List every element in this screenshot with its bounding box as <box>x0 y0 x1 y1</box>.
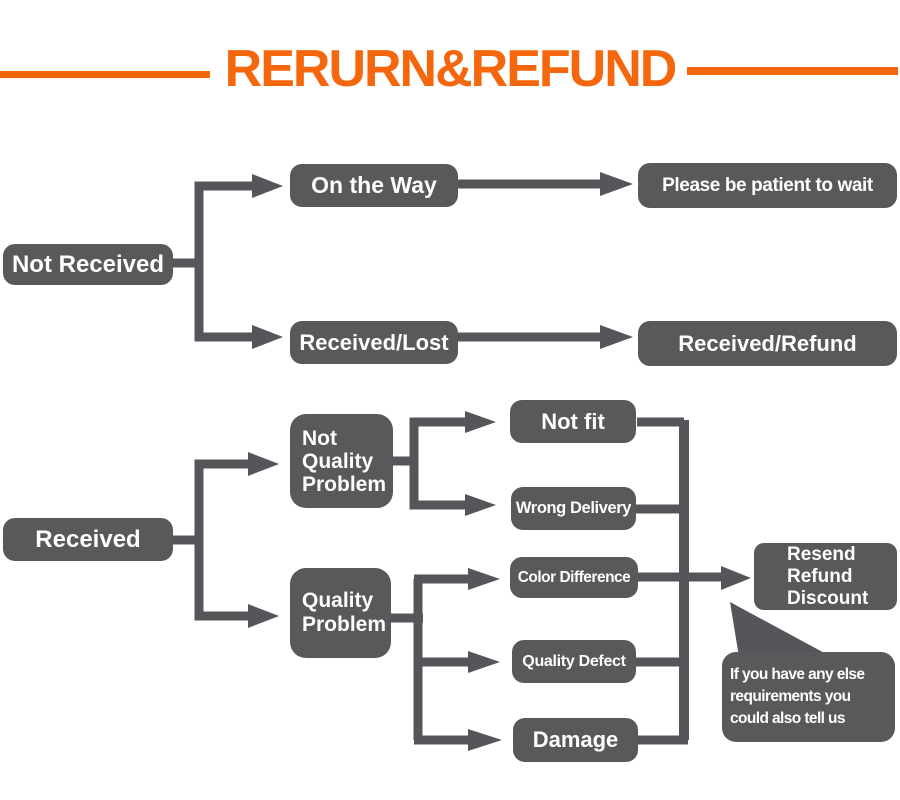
node-received: Received <box>3 518 173 561</box>
node-label: Quality Defect <box>522 652 626 670</box>
arrowhead-to-quality-defect <box>468 651 500 673</box>
node-label: Received/Lost <box>299 329 449 355</box>
edge-nqp-bracket <box>409 417 466 510</box>
node-label: Received/Refund <box>678 330 857 356</box>
node-label: Not Received <box>11 250 165 278</box>
node-label: Wrong Delivery <box>515 499 632 517</box>
node-received-refund: Received/Refund <box>638 321 897 366</box>
node-received-lost: Received/Lost <box>290 321 458 364</box>
node-damage: Damage <box>513 718 638 762</box>
note-line: requirements you <box>730 688 851 705</box>
node-label-line: Not <box>302 426 337 450</box>
arrowhead-to-received-refund <box>600 325 633 349</box>
node-label: Not fit <box>541 408 605 434</box>
arrowhead-to-resend <box>721 566 751 590</box>
speech-bubble-tail <box>730 602 830 657</box>
node-wrong-delivery: Wrong Delivery <box>511 487 636 530</box>
node-label: Please be patient to wait <box>662 174 873 196</box>
title-divider-right <box>687 67 898 75</box>
node-label-line: Quality <box>302 449 374 473</box>
node-quality-defect: Quality Defect <box>512 640 636 683</box>
note-line: If you have any else <box>730 666 865 683</box>
node-on-the-way: On the Way <box>290 164 458 207</box>
node-label: Color Difference <box>517 568 631 586</box>
node-label-line: Discount <box>787 587 869 609</box>
node-label: Damage <box>532 727 619 752</box>
arrowhead-to-not-fit <box>465 411 496 433</box>
arrowhead-to-on-the-way <box>252 174 283 198</box>
arrowhead-to-damage <box>468 729 502 751</box>
node-not-quality-problem: Not Quality Problem <box>290 414 393 508</box>
node-label-line: Refund <box>787 565 853 587</box>
arrowhead-to-not-quality-problem <box>248 452 279 476</box>
node-not-received: Not Received <box>3 244 173 285</box>
node-not-fit: Not fit <box>510 400 636 443</box>
arrowhead-to-wrong-delivery <box>465 494 496 516</box>
arrowhead-to-please-wait <box>600 172 633 196</box>
node-label-line: Problem <box>302 613 387 636</box>
node-resend-refund-discount: Resend Refund Discount <box>754 543 897 610</box>
node-label: On the Way <box>311 172 437 198</box>
arrowhead-to-quality-problem <box>248 604 279 628</box>
arrowhead-to-color-difference <box>468 568 500 590</box>
node-label-line: Resend <box>787 543 856 565</box>
note-line: could also tell us <box>730 710 846 727</box>
page-title: RERURN&REFUND <box>224 40 678 98</box>
node-color-difference: Color Difference <box>510 557 638 598</box>
edge-received-bracket <box>194 459 248 621</box>
arrowhead-to-received-lost <box>252 325 283 349</box>
node-please-be-patient: Please be patient to wait <box>638 163 897 208</box>
node-label-line: Problem <box>302 472 387 496</box>
speech-bubble-note: If you have any else requirements you co… <box>722 652 895 742</box>
node-label: Received <box>35 525 141 553</box>
title-divider-left <box>0 71 210 78</box>
edge-not-received-bracket <box>194 181 252 342</box>
node-label-line: Quality <box>302 589 374 612</box>
node-quality-problem: Quality Problem <box>290 568 391 658</box>
